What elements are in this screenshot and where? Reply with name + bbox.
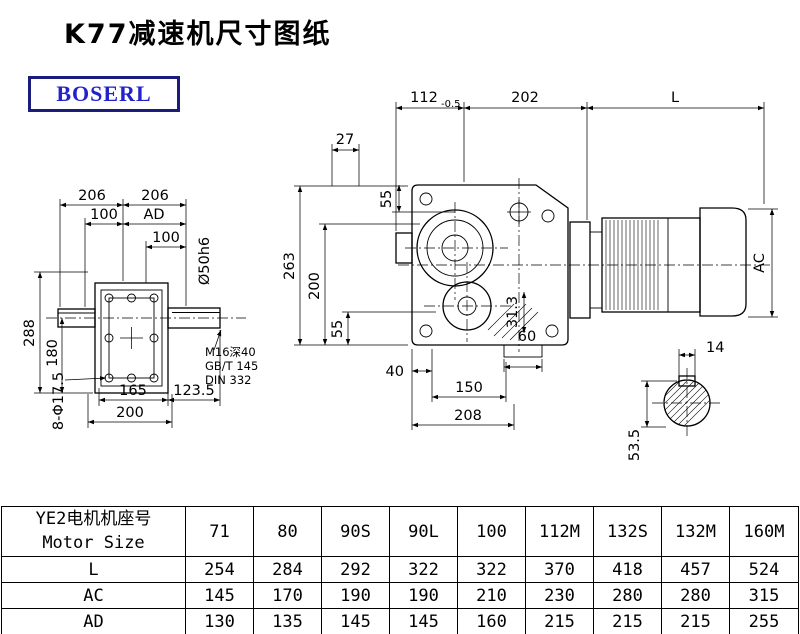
table-cell: 230 — [525, 582, 594, 609]
table-cell: 255 — [729, 608, 799, 634]
dim-202-label: 202 — [511, 90, 539, 106]
size-header-cell: 132M — [661, 506, 730, 557]
row-label-AD: AD — [1, 608, 186, 634]
dim-100-shaft-label: 100 — [152, 230, 180, 246]
motor-size-header-cell: YE2电机机座号 Motor Size — [1, 506, 186, 557]
table-header-row: YE2电机机座号 Motor Size 71 80 90S 90L 100 11… — [1, 506, 799, 557]
logo-text: BOSERL — [56, 81, 152, 106]
dim-L-label: L — [671, 90, 679, 106]
dim-206-left-label: 206 — [78, 188, 106, 204]
dim-263-label: 263 — [282, 252, 298, 280]
motor-size-label-cn: YE2电机机座号 — [35, 508, 152, 529]
dim-150-label: 150 — [455, 380, 483, 396]
size-header-cell: 90S — [321, 506, 390, 557]
table-cell: 170 — [253, 582, 322, 609]
table-row-AC: AC 145 170 190 190 210 230 280 280 315 — [1, 582, 799, 609]
dim-14-label: 14 — [706, 340, 724, 356]
table-cell: 160 — [457, 608, 526, 634]
motor-size-table: YE2电机机座号 Motor Size 71 80 90S 90L 100 11… — [1, 506, 799, 634]
size-header-cell: 80 — [253, 506, 322, 557]
table-cell: 315 — [729, 582, 799, 609]
note-gbt-label: GB/T 145 — [205, 359, 258, 373]
dim-208-label: 208 — [454, 408, 482, 424]
table-cell: 524 — [729, 556, 799, 583]
size-header-cell: 160M — [729, 506, 799, 557]
table-cell: 280 — [593, 582, 662, 609]
table-cell: 145 — [185, 582, 254, 609]
dim-55-top-label: 55 — [379, 190, 395, 208]
side-view: 206 206 100 AD 100 Ø50h6 288 180 165 123… — [22, 188, 258, 430]
note-thread-label: M16深40 — [205, 345, 256, 359]
size-header-cell: 90L — [389, 506, 458, 557]
table-cell: 190 — [389, 582, 458, 609]
dim-40-label: 40 — [386, 364, 404, 380]
dim-112-tolerance-label: -0.5 — [441, 99, 461, 110]
row-label-AC: AC — [1, 582, 186, 609]
size-header-cell: 71 — [185, 506, 254, 557]
table-cell: 190 — [321, 582, 390, 609]
table-cell: 280 — [661, 582, 730, 609]
table-cell: 215 — [525, 608, 594, 634]
dim-shaft-diameter-label: Ø50h6 — [197, 237, 213, 285]
table-cell: 284 — [253, 556, 322, 583]
table-cell: 215 — [593, 608, 662, 634]
table-cell: 370 — [525, 556, 594, 583]
dimension-drawing: 206 206 100 AD 100 Ø50h6 288 180 165 123… — [22, 90, 778, 461]
table-cell: 457 — [661, 556, 730, 583]
page-title: K77减速机尺寸图纸 — [64, 19, 332, 50]
dim-31-3-label: 31.3 — [505, 296, 521, 328]
dim-206-right-label: 206 — [141, 188, 169, 204]
dim-AC-label: AC — [752, 253, 768, 273]
table-cell: 130 — [185, 608, 254, 634]
dim-200-base-label: 200 — [116, 405, 144, 421]
front-view: 112 -0.5 202 L 27 55 263 200 55 31.3 40 … — [282, 90, 778, 430]
motor-size-label-en: Motor Size — [42, 532, 145, 553]
dim-AD-label: AD — [143, 207, 164, 223]
table-row-AD: AD 130 135 145 145 160 215 215 215 255 — [1, 608, 799, 634]
table-cell: 215 — [661, 608, 730, 634]
table-cell: 145 — [321, 608, 390, 634]
motor — [569, 207, 747, 319]
size-header-cell: 100 — [457, 506, 526, 557]
table-cell: 418 — [593, 556, 662, 583]
note-din-label: DIN 332 — [205, 373, 251, 387]
row-label-L: L — [1, 556, 186, 583]
dim-288-label: 288 — [22, 319, 38, 347]
dim-112-label: 112 — [410, 90, 438, 106]
size-header-cell: 112M — [525, 506, 594, 557]
table-cell: 210 — [457, 582, 526, 609]
dim-27-label: 27 — [336, 132, 354, 148]
dim-100-top-label: 100 — [90, 207, 118, 223]
dim-200-label: 200 — [307, 272, 323, 300]
dim-180-label: 180 — [45, 339, 61, 367]
dim-53-5-label: 53.5 — [627, 429, 643, 461]
dim-bolt-holes-label: 8-Φ17.5 — [51, 372, 67, 430]
dim-55-bottom-label: 55 — [330, 320, 346, 338]
size-header-cell: 132S — [593, 506, 662, 557]
boserl-logo-box: BOSERL — [28, 76, 180, 112]
dim-60-label: 60 — [518, 329, 536, 345]
table-cell: 135 — [253, 608, 322, 634]
table-row-L: L 254 284 292 322 322 370 418 457 524 — [1, 556, 799, 583]
table-cell: 322 — [389, 556, 458, 583]
table-cell: 254 — [185, 556, 254, 583]
table-cell: 292 — [321, 556, 390, 583]
table-cell: 322 — [457, 556, 526, 583]
dim-123-5-label: 123.5 — [173, 383, 215, 399]
dim-165-label: 165 — [119, 383, 147, 399]
shaft-end-view: 14 53.5 — [627, 340, 724, 461]
table-cell: 145 — [389, 608, 458, 634]
